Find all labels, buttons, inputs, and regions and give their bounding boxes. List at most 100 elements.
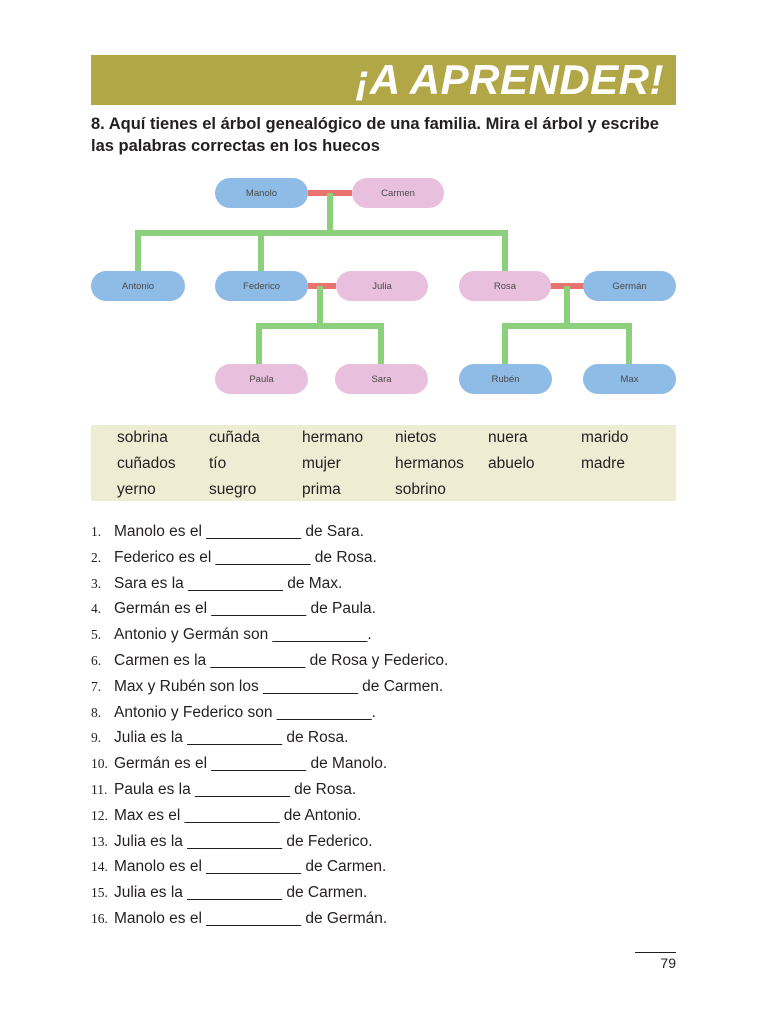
tree-node-manolo: Manolo	[215, 178, 308, 208]
word-bank-item: hermanos	[395, 455, 464, 472]
question-item: 2. Federico es el ___________ de Rosa.	[91, 547, 448, 573]
question-item: 11. Paula es la ___________ de Rosa.	[91, 779, 448, 805]
node-shape	[215, 271, 308, 301]
question-number: 11.	[91, 781, 108, 797]
question-item: 4. Germán es el ___________ de Paula.	[91, 598, 448, 624]
question-text: Federico es el ___________ de Rosa.	[114, 548, 377, 566]
question-item: 3. Sara es la ___________ de Max.	[91, 573, 448, 599]
question-item: 14. Manolo es el ___________ de Carmen.	[91, 856, 448, 882]
word-bank-item: tío	[209, 455, 227, 472]
node-shape	[352, 178, 444, 208]
question-text: Manolo es el ___________ de Sara.	[114, 523, 364, 540]
question-text: Paula es la ___________ de Rosa.	[114, 780, 357, 798]
question-number: 8.	[91, 704, 102, 720]
node-shape	[583, 364, 676, 394]
node-label: Manolo	[246, 188, 277, 199]
question-item: 8. Antonio y Federico son ___________.	[91, 702, 448, 728]
question-item: 12. Max es el ___________ de Antonio.	[91, 805, 448, 831]
node-shape	[335, 364, 428, 394]
node-label: Sara	[371, 374, 392, 385]
node-label: Carmen	[381, 188, 415, 199]
question-item: 1. Manolo es el ___________ de Sara.	[91, 521, 448, 547]
tree-node-carmen: Carmen	[352, 178, 444, 208]
question-text: Carmen es la ___________ de Rosa y Feder…	[114, 651, 449, 669]
question-text: Max y Rubén son los ___________ de Carme…	[114, 677, 444, 695]
tree-node-julia: Julia	[336, 271, 428, 301]
word-bank-item: sobrino	[395, 481, 446, 498]
tree-node-federico: Federico	[215, 271, 308, 301]
node-shape	[91, 271, 185, 301]
node-label: Rubén	[492, 374, 520, 385]
node-shape	[459, 271, 551, 301]
word-bank-item: abuelo	[488, 455, 535, 472]
footer-rule	[635, 952, 676, 953]
node-label: Antonio	[122, 281, 154, 292]
question-number: 5.	[91, 627, 102, 643]
question-number: 10.	[91, 756, 108, 772]
page-number: 79	[660, 955, 676, 971]
question-text: Antonio y Germán son ___________.	[114, 626, 372, 644]
question-text: Sara es la ___________ de Max.	[114, 574, 343, 592]
node-label: Paula	[249, 374, 274, 385]
question-text: Julia es la ___________ de Federico.	[114, 832, 373, 850]
question-number: 16.	[91, 910, 108, 926]
question-number: 13.	[91, 833, 108, 849]
word-bank-item: marido	[581, 429, 629, 446]
word-bank-item: cuñada	[209, 429, 260, 446]
node-shape	[583, 271, 676, 301]
question-item: 10. Germán es el ___________ de Manolo.	[91, 753, 448, 779]
question-number: 6.	[91, 652, 102, 668]
question-number: 12.	[91, 807, 108, 823]
question-item: 5. Antonio y Germán son ___________.	[91, 624, 448, 650]
word-bank-item: nietos	[395, 429, 437, 446]
question-number: 1.	[91, 524, 102, 539]
question-text: Germán es el ___________ de Paula.	[114, 600, 376, 618]
word-bank-item: yerno	[117, 481, 156, 498]
word-bank-item: sobrina	[117, 429, 168, 446]
question-item: 9.Julia es la ___________ de Rosa.	[91, 727, 448, 753]
question-item: 6. Carmen es la ___________ de Rosa y Fed…	[91, 650, 448, 676]
word-bank-item: hermano	[302, 429, 364, 446]
question-text: Manolo es el ___________ de Germán.	[114, 909, 388, 927]
tree-connectors	[135, 190, 632, 365]
node-label: Julia	[372, 281, 392, 292]
node-label: Rosa	[494, 281, 517, 292]
tree-node-antonio: Antonio	[91, 271, 185, 301]
question-number: 15.	[91, 885, 108, 901]
tree-node-max: Max	[583, 364, 676, 394]
question-number: 4.	[91, 601, 102, 617]
node-shape	[336, 271, 428, 301]
node-label: Germán	[612, 281, 646, 292]
question-number: 7.	[91, 678, 102, 694]
word-bank-item: nuera	[488, 429, 528, 446]
question-text: Manolo es el ___________ de Carmen.	[114, 858, 387, 876]
word-bank-item: madre	[581, 455, 625, 472]
question-text: Julia es la ___________ de Carmen.	[114, 884, 368, 902]
question-number: 2.	[91, 549, 102, 565]
node-shape	[215, 178, 308, 208]
exercise-instructions: 8. Aquí tienes el árbol genealógico de u…	[91, 115, 659, 155]
family-tree-diagram: Manolo Carmen Antonio Federico Julia Ros…	[91, 178, 676, 394]
word-bank-item: cuñados	[117, 455, 176, 472]
node-shape	[459, 364, 552, 394]
tree-node-german: Germán	[583, 271, 676, 301]
question-text: Julia es la ___________ de Rosa.	[114, 729, 349, 747]
question-list: 1. Manolo es el ___________ de Sara. 2. Fe…	[91, 521, 448, 934]
tree-node-paula: Paula	[215, 364, 308, 394]
question-text: Max es el ___________ de Antonio.	[114, 806, 362, 824]
question-item: 7. Max y Rubén son los ___________ de Car…	[91, 676, 448, 702]
question-item: 13. Julia es la ___________ de Federico.	[91, 831, 448, 857]
node-label: Max	[621, 374, 639, 385]
word-bank-item: prima	[302, 481, 341, 498]
word-bank-item: mujer	[302, 455, 341, 472]
question-text: Antonio y Federico son ___________.	[114, 703, 376, 721]
section-title: ¡A APRENDER!	[355, 56, 664, 103]
node-label: Federico	[243, 281, 280, 292]
node-shape	[215, 364, 308, 394]
word-bank-item: suegro	[209, 481, 257, 498]
question-number: 14.	[91, 859, 108, 875]
section-banner: ¡A APRENDER!	[91, 55, 676, 105]
question-number: 3.	[91, 575, 102, 591]
question-item: 15. Julia es la ___________ de Carmen.	[91, 882, 448, 908]
question-text: Germán es el ___________ de Manolo.	[114, 755, 388, 773]
